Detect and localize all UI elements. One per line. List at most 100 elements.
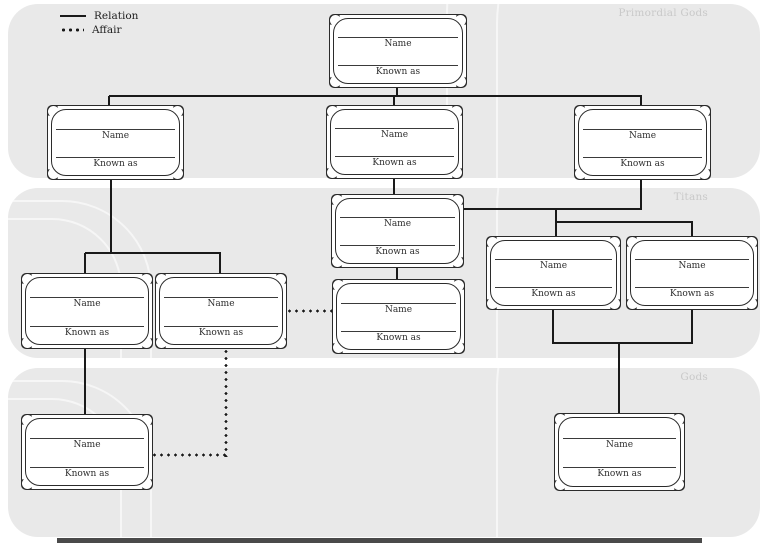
corner-flourish [450,105,463,118]
node-inner-frame [335,198,460,264]
band-label-gods: Gods [680,371,708,383]
name-rule [340,217,455,219]
person-known-as-label: Known as [375,247,420,258]
person-name-label: Name [384,39,412,50]
known-as-rule [340,245,455,247]
person-known-as-label: Known as [372,158,417,169]
band-decoration [496,368,760,537]
person-known-as-label: Known as [531,289,576,300]
node-inner-frame [630,240,754,306]
legend-item-affair: Affair [60,23,138,37]
relation-line [85,252,221,254]
corner-flourish [21,273,34,286]
corner-flourish [452,341,465,354]
known-as-rule [30,466,144,468]
name-rule [583,128,702,130]
corner-flourish [140,414,153,427]
corner-flourish [140,273,153,286]
corner-flourish [332,279,345,292]
relation-line [108,96,110,110]
node-inner-frame [51,109,180,176]
relation-line [555,209,557,240]
corner-flourish [608,297,621,310]
affair-line [151,453,228,457]
legend-label-relation: Relation [94,10,139,22]
person-known-as-label: Known as [198,327,244,338]
corner-flourish [454,75,467,88]
person-name-label: Name [207,298,235,309]
corner-flourish [452,279,465,292]
band-label-titans: Titans [673,191,708,203]
known-as-rule [56,157,175,159]
known-as-rule [563,467,676,469]
relation-line [640,96,642,110]
person-known-as-label: Known as [620,159,665,170]
name-rule [30,437,144,439]
relation-line [393,175,395,198]
known-as-rule [30,325,144,327]
name-rule [635,259,749,261]
relation-line [109,95,642,97]
node-inner-frame [336,283,461,350]
name-rule [341,302,456,304]
relation-line [84,253,86,277]
corner-flourish [745,297,758,310]
corner-flourish [608,236,621,249]
relation-line [84,344,86,418]
name-rule [56,128,175,130]
corner-flourish [171,105,184,118]
person-name-label: Name [628,130,657,141]
corner-flourish [329,14,342,27]
relation-line [219,253,221,277]
node-inner-frame [558,417,681,487]
person-name-label: Name [73,298,101,309]
corner-flourish [574,105,587,118]
corner-flourish [574,167,587,180]
corner-flourish [329,75,342,88]
affair-line-swatch [60,28,84,32]
corner-flourish [140,336,153,349]
corner-flourish [554,413,567,426]
relation-line [556,221,693,223]
node-inner-frame [25,277,149,345]
known-as-rule [335,156,454,158]
name-rule [338,37,458,39]
corner-flourish [451,194,464,207]
person-known-as-label: Known as [64,468,110,479]
person-name-label: Name [383,219,412,230]
person-name-label: Name [73,439,101,450]
affair-line [224,348,228,457]
person-name-label: Name [384,304,413,315]
band-label-primordial-gods: Primordial Gods [618,7,708,19]
relation-line [393,96,395,110]
person-name-label: Name [678,261,706,272]
relation-line [396,263,398,283]
bottom-bar [57,538,702,543]
name-rule [495,259,612,261]
relation-line [640,175,642,210]
person-known-as-label: Known as [93,159,138,170]
corner-flourish [21,477,34,490]
relation-line [553,342,692,344]
person-name-label: Name [101,130,130,141]
legend-label-affair: Affair [92,24,122,36]
affair-line [286,309,333,313]
corner-flourish [331,255,344,268]
name-rule [563,437,676,439]
corner-flourish [326,166,339,179]
person-known-as-label: Known as [669,289,715,300]
corner-flourish [486,297,499,310]
